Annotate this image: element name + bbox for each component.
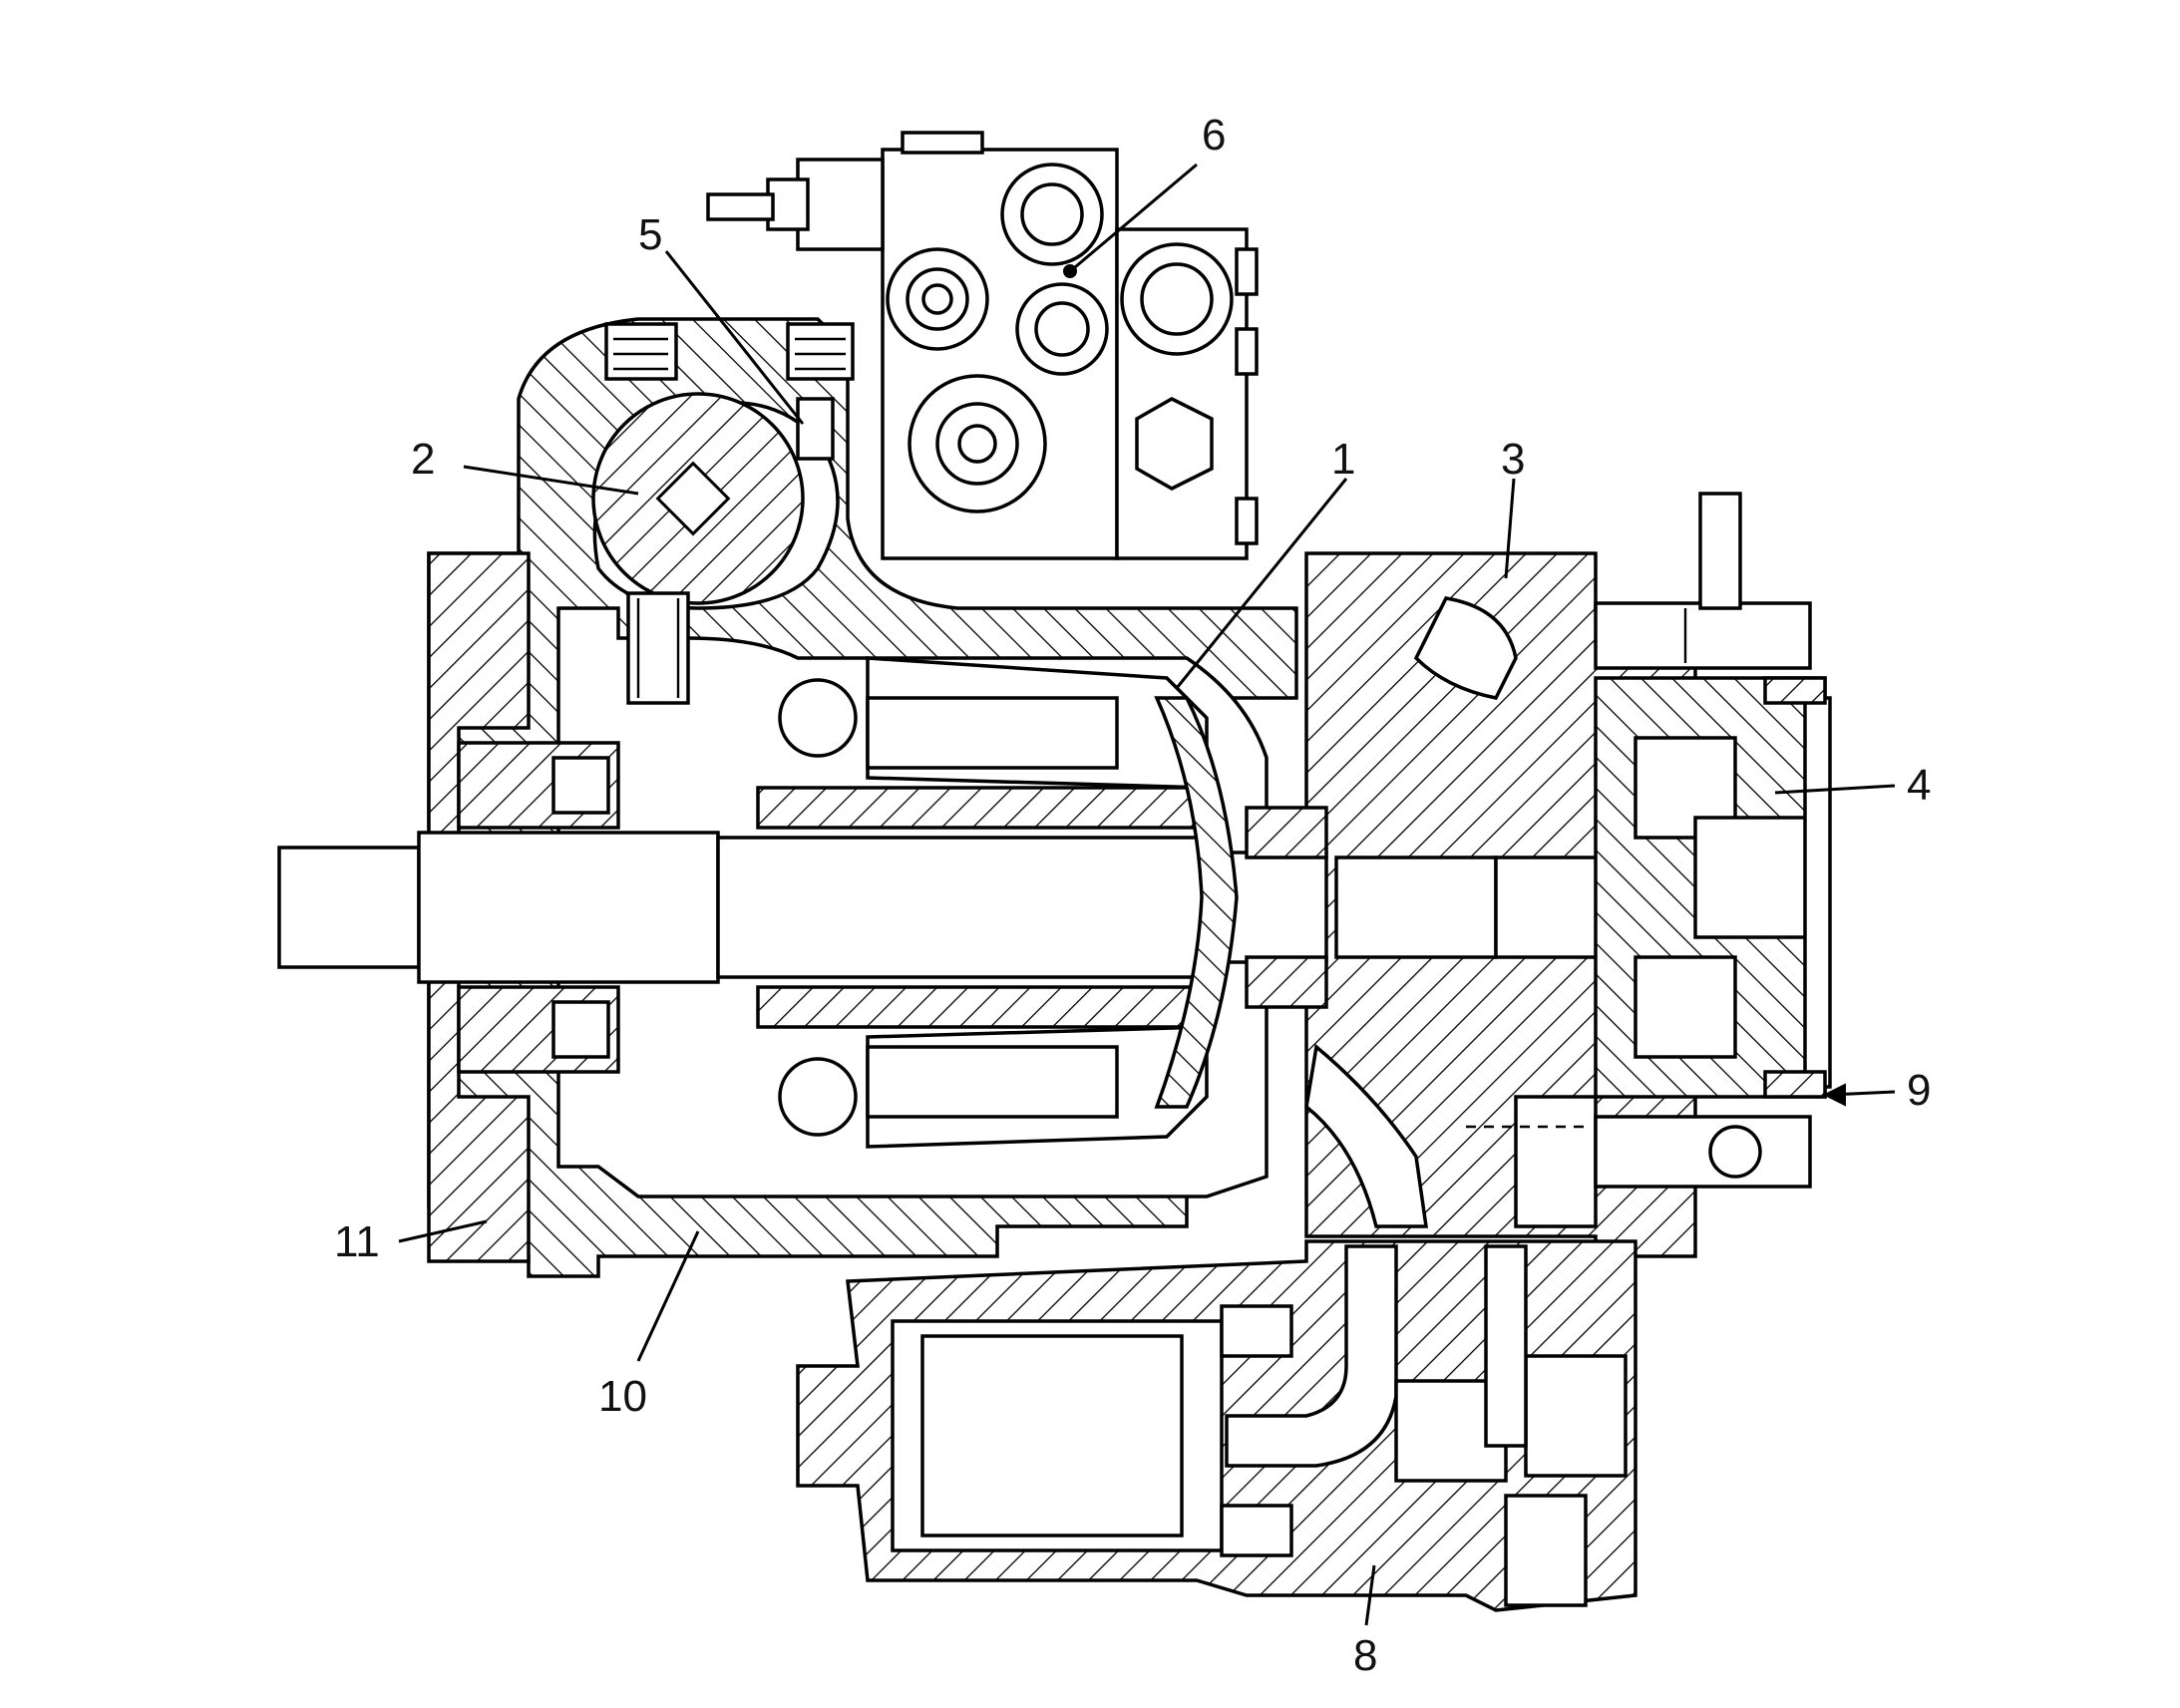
leader-6 <box>1074 163 1198 269</box>
label-11: 11 <box>334 1217 380 1266</box>
leader-4 <box>1774 784 1896 795</box>
label-9: 9 <box>1907 1066 1931 1115</box>
label-6: 6 <box>1202 111 1226 160</box>
leader-11 <box>398 1219 488 1243</box>
label-1: 1 <box>1331 435 1355 484</box>
label-5: 5 <box>638 210 662 259</box>
label-3: 3 <box>1501 435 1525 484</box>
label-4: 4 <box>1907 761 1931 810</box>
leader-1 <box>1175 478 1348 689</box>
callouts: 1 2 3 4 5 6 8 9 10 11 <box>334 111 1931 1680</box>
label-2: 2 <box>411 435 435 484</box>
control-valve-block <box>706 131 1259 560</box>
leader-3 <box>1504 478 1516 579</box>
label-8: 8 <box>1353 1631 1377 1680</box>
drive-shaft <box>277 831 1677 984</box>
swash-plate-cradle <box>591 392 840 705</box>
leader-5 <box>664 250 805 425</box>
leader-2 <box>463 465 639 496</box>
leader-10 <box>636 1230 700 1362</box>
label-10: 10 <box>598 1372 647 1421</box>
housing-bolts <box>604 322 855 461</box>
filter-housing <box>796 1239 1637 1612</box>
leader-8 <box>1364 1564 1376 1626</box>
charge-pump-cover <box>1594 492 1832 1189</box>
bearings <box>457 741 1328 1074</box>
cylinder-block <box>756 656 1239 1149</box>
